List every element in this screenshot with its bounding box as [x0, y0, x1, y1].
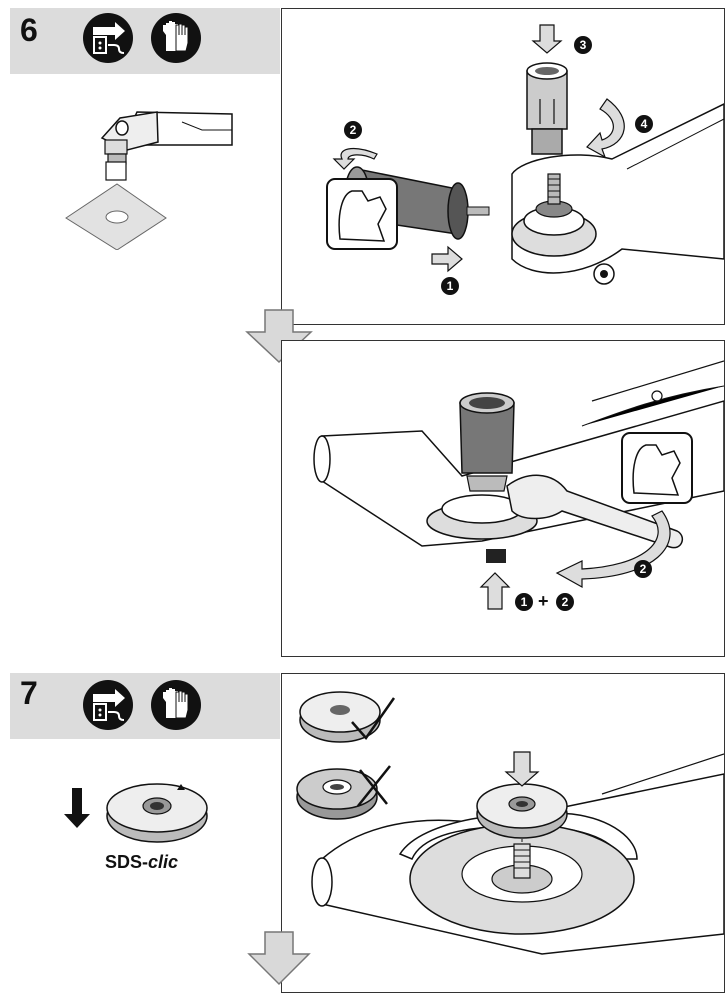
gloves-icon	[151, 680, 201, 730]
sds-clic-label: SDS-clic	[105, 852, 178, 873]
sds-clic-label-suffix: clic	[148, 852, 179, 872]
grinder-on-mat-illustration	[65, 111, 233, 250]
step-7-number: 7	[20, 675, 38, 711]
flow-down-arrow-bottom	[247, 931, 311, 986]
callout-2: 2	[344, 121, 362, 139]
panel-b-illustration	[313, 360, 724, 610]
callout-combo-first: 1	[515, 593, 533, 611]
panel-c-illustration	[296, 691, 724, 955]
step-7-panel-mount-nut	[281, 673, 725, 993]
step-6-band	[10, 8, 280, 74]
gloves-icon	[151, 13, 201, 63]
callout-combo-plus: +	[538, 591, 549, 611]
unplug-icon	[83, 13, 133, 63]
callout-1: 1	[441, 277, 459, 295]
step-6-panel-wrench-loosen: 2 1 + 2	[281, 340, 725, 657]
callout-combo-second: 2	[556, 593, 574, 611]
step-6-number: 6	[20, 12, 38, 48]
sds-clic-nut-illustration	[64, 783, 208, 843]
callout-4: 4	[635, 115, 653, 133]
sds-clic-label-prefix: SDS-	[105, 852, 149, 872]
callout-2-rotate: 2	[634, 560, 652, 578]
step-7-band	[10, 673, 280, 739]
panel-a-illustration	[326, 24, 724, 285]
callout-3: 3	[574, 36, 592, 54]
step-6-panel-remove-accessory: 1 2 3 4	[281, 8, 725, 325]
unplug-icon	[83, 680, 133, 730]
